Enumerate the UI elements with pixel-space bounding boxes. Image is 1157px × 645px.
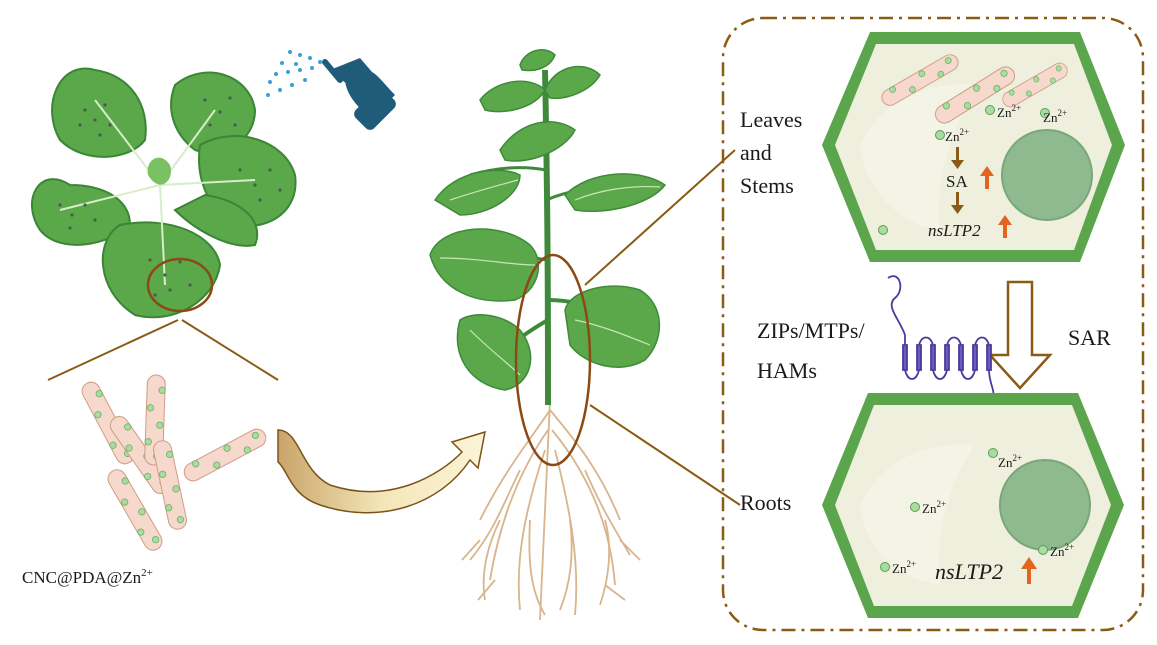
zoom-lines-cells [584,149,741,506]
up-arrow-icon [980,166,1012,238]
gene-label-bottom: nsLTP2 [935,559,1003,584]
up-arrow-icon [1021,557,1037,584]
svg-text:Zn2+: Zn2+ [945,127,969,144]
transfer-arrow [277,429,486,514]
svg-text:Zn2+: Zn2+ [997,103,1021,120]
sar-arrow [987,280,1053,390]
root-cell: Zn2+ Zn2+ Zn2+ Zn2+ nsLTP2 [822,393,1124,618]
svg-text:Zn2+: Zn2+ [892,559,916,576]
gene-label-top: nsLTP2 [928,221,981,240]
nanoparticle-label: CNC@PDA@Zn2+ [22,567,153,587]
plant [429,49,667,621]
nanoparticle-rods [78,374,270,555]
roots-label: Roots [740,490,791,515]
roots-graphic [461,399,641,621]
spray-bottle-icon [266,50,396,130]
svg-text:Zn2+: Zn2+ [1050,542,1074,559]
svg-text:Zn2+: Zn2+ [922,499,946,516]
sa-label: SA [946,172,968,191]
zoom-lines-nanoparticle [47,319,279,381]
leaf-cell: Zn2+ Zn2+ Zn2+ SA nsLTP2 [822,32,1125,262]
down-arrow-icon [951,147,964,214]
svg-text:Zn2+: Zn2+ [1043,108,1067,125]
cell-panel-border [721,16,1145,632]
transmembrane-protein-icon [887,275,995,399]
treated-plant-top-view [30,67,297,319]
transporters-label: ZIPs/MTPs/ HAMs [757,318,870,383]
sar-label: SAR [1068,325,1111,350]
leaves-stems-label: Leaves and Stems [740,107,808,198]
svg-text:Zn2+: Zn2+ [998,453,1022,470]
